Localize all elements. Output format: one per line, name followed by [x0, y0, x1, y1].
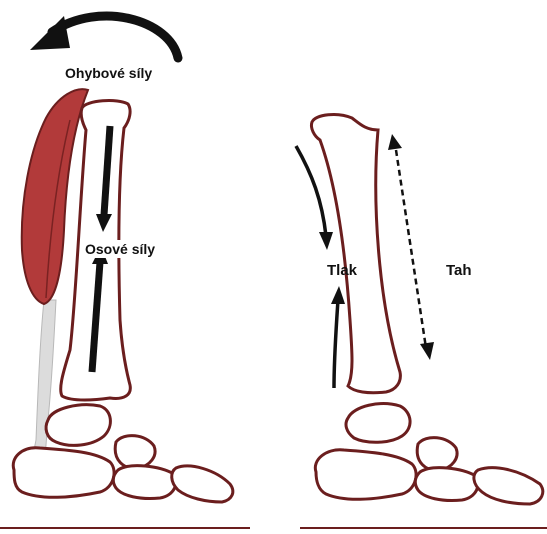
- right-talus-bone: [346, 404, 410, 443]
- cuboid-bone: [113, 466, 176, 499]
- dashed-double-arrow-icon: [388, 134, 434, 360]
- right-metatarsal-bone: [474, 468, 543, 504]
- axial-forces-label: Osové síly: [82, 240, 158, 258]
- curved-arrow-left-icon: [30, 16, 178, 58]
- right-cuboid-bone: [415, 468, 478, 501]
- talus-bone: [46, 405, 110, 446]
- calcaneus-bone: [13, 448, 114, 497]
- tendon: [30, 300, 56, 470]
- right-limb: [296, 115, 547, 528]
- compression-label: Tlak: [327, 262, 357, 279]
- right-tibia-bone: [311, 115, 400, 393]
- right-calcaneus-bone: [315, 450, 416, 499]
- left-limb: [0, 16, 250, 528]
- tension-label: Tah: [446, 262, 472, 279]
- right-navicular-bone: [417, 438, 457, 471]
- bending-forces-label: Ohybové síly: [62, 64, 155, 82]
- metatarsal-bone: [172, 466, 233, 502]
- navicular-bone: [115, 436, 155, 469]
